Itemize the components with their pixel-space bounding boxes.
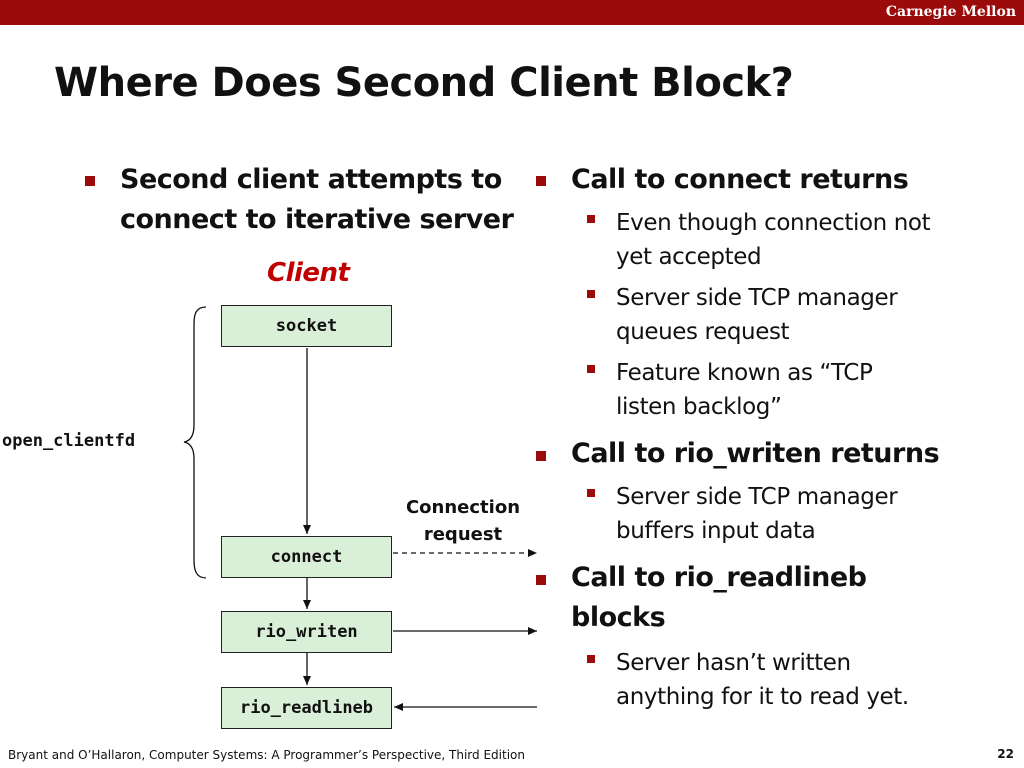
sub-bullet-marker: [587, 655, 595, 663]
right-sub-1-1-line-1: Even though connection not: [616, 210, 931, 236]
brand-label: Carnegie Mellon: [885, 4, 1016, 20]
right-sub-2-1-line-2: buffers input data: [616, 518, 816, 544]
right-bullet-2: Call to rio_writen returns: [571, 438, 940, 469]
right-sub-3-1-line-1: Server hasn’t written: [616, 650, 851, 676]
right-sub-1-1-line-2: yet accepted: [616, 244, 762, 270]
open-clientfd-label: open_clientfd: [2, 431, 136, 451]
bullet-marker: [85, 176, 95, 186]
right-sub-1-3-line-1: Feature known as “TCP: [616, 360, 873, 386]
right-sub-2-1-line-1: Server side TCP manager: [616, 484, 898, 510]
right-sub-1-2-line-1: Server side TCP manager: [616, 285, 898, 311]
right-sub-1-3-line-2: listen backlog”: [616, 394, 782, 420]
rio-writen-box: rio_writen: [221, 611, 392, 653]
slide-title: Where Does Second Client Block?: [54, 60, 794, 106]
rio-readlineb-box: rio_readlineb: [221, 687, 392, 729]
right-bullet-3-line-1: Call to rio_readlineb: [571, 562, 867, 593]
right-bullet-3-line-2: blocks: [571, 602, 666, 633]
right-bullet-1: Call to connect returns: [571, 164, 909, 195]
sub-bullet-marker: [587, 290, 595, 298]
client-label: Client: [267, 258, 350, 288]
right-sub-1-2-line-2: queues request: [616, 319, 790, 345]
bullet-marker: [536, 451, 546, 461]
page-number: 22: [997, 747, 1014, 761]
footer-citation: Bryant and O’Hallaron, Computer Systems:…: [8, 748, 525, 762]
connection-request-line-1: Connection: [405, 497, 521, 518]
connection-request-label: Connection request: [400, 494, 526, 548]
top-banner: Carnegie Mellon: [0, 0, 1024, 25]
open-clientfd-brace: [183, 306, 207, 579]
socket-box: socket: [221, 305, 392, 347]
left-bullet-line-2: connect to iterative server: [120, 204, 514, 235]
right-sub-3-1-line-2: anything for it to read yet.: [616, 684, 909, 710]
bullet-marker: [536, 575, 546, 585]
connection-request-line-2: request: [423, 524, 503, 545]
sub-bullet-marker: [587, 215, 595, 223]
connect-box: connect: [221, 536, 392, 578]
sub-bullet-marker: [587, 365, 595, 373]
bullet-marker: [536, 176, 546, 186]
left-bullet-line-1: Second client attempts to: [120, 164, 502, 195]
sub-bullet-marker: [587, 489, 595, 497]
